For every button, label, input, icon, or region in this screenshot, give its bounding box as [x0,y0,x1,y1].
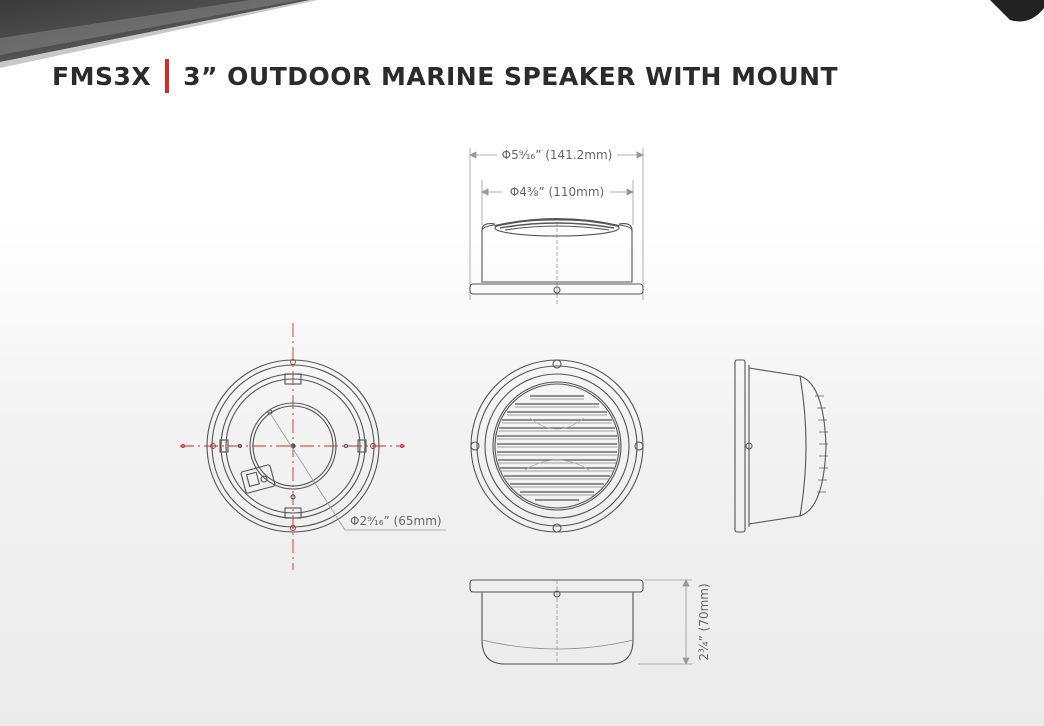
header-banner [0,0,1044,68]
bottom-profile-view [469,579,692,665]
title-divider [165,59,170,93]
page-title: FMS3X 3” OUTDOOR MARINE SPEAKER WITH MOU… [52,58,838,94]
side-view [734,359,828,533]
model-name: FMS3X [52,61,152,91]
front-grille-view [470,359,644,533]
outer-diameter-label: Φ5⁹⁄₁₆” (141.2mm) [502,148,613,162]
depth-label: 2¾” (70mm) [697,583,711,660]
cutout-diameter-label: Φ2⁹⁄₁₆” (65mm) [350,514,442,528]
product-description: 3” OUTDOOR MARINE SPEAKER WITH MOUNT [183,61,839,91]
inner-diameter-label: Φ4⅜” (110mm) [510,185,604,199]
top-profile-view [469,148,644,304]
rear-mount-view [180,323,446,570]
